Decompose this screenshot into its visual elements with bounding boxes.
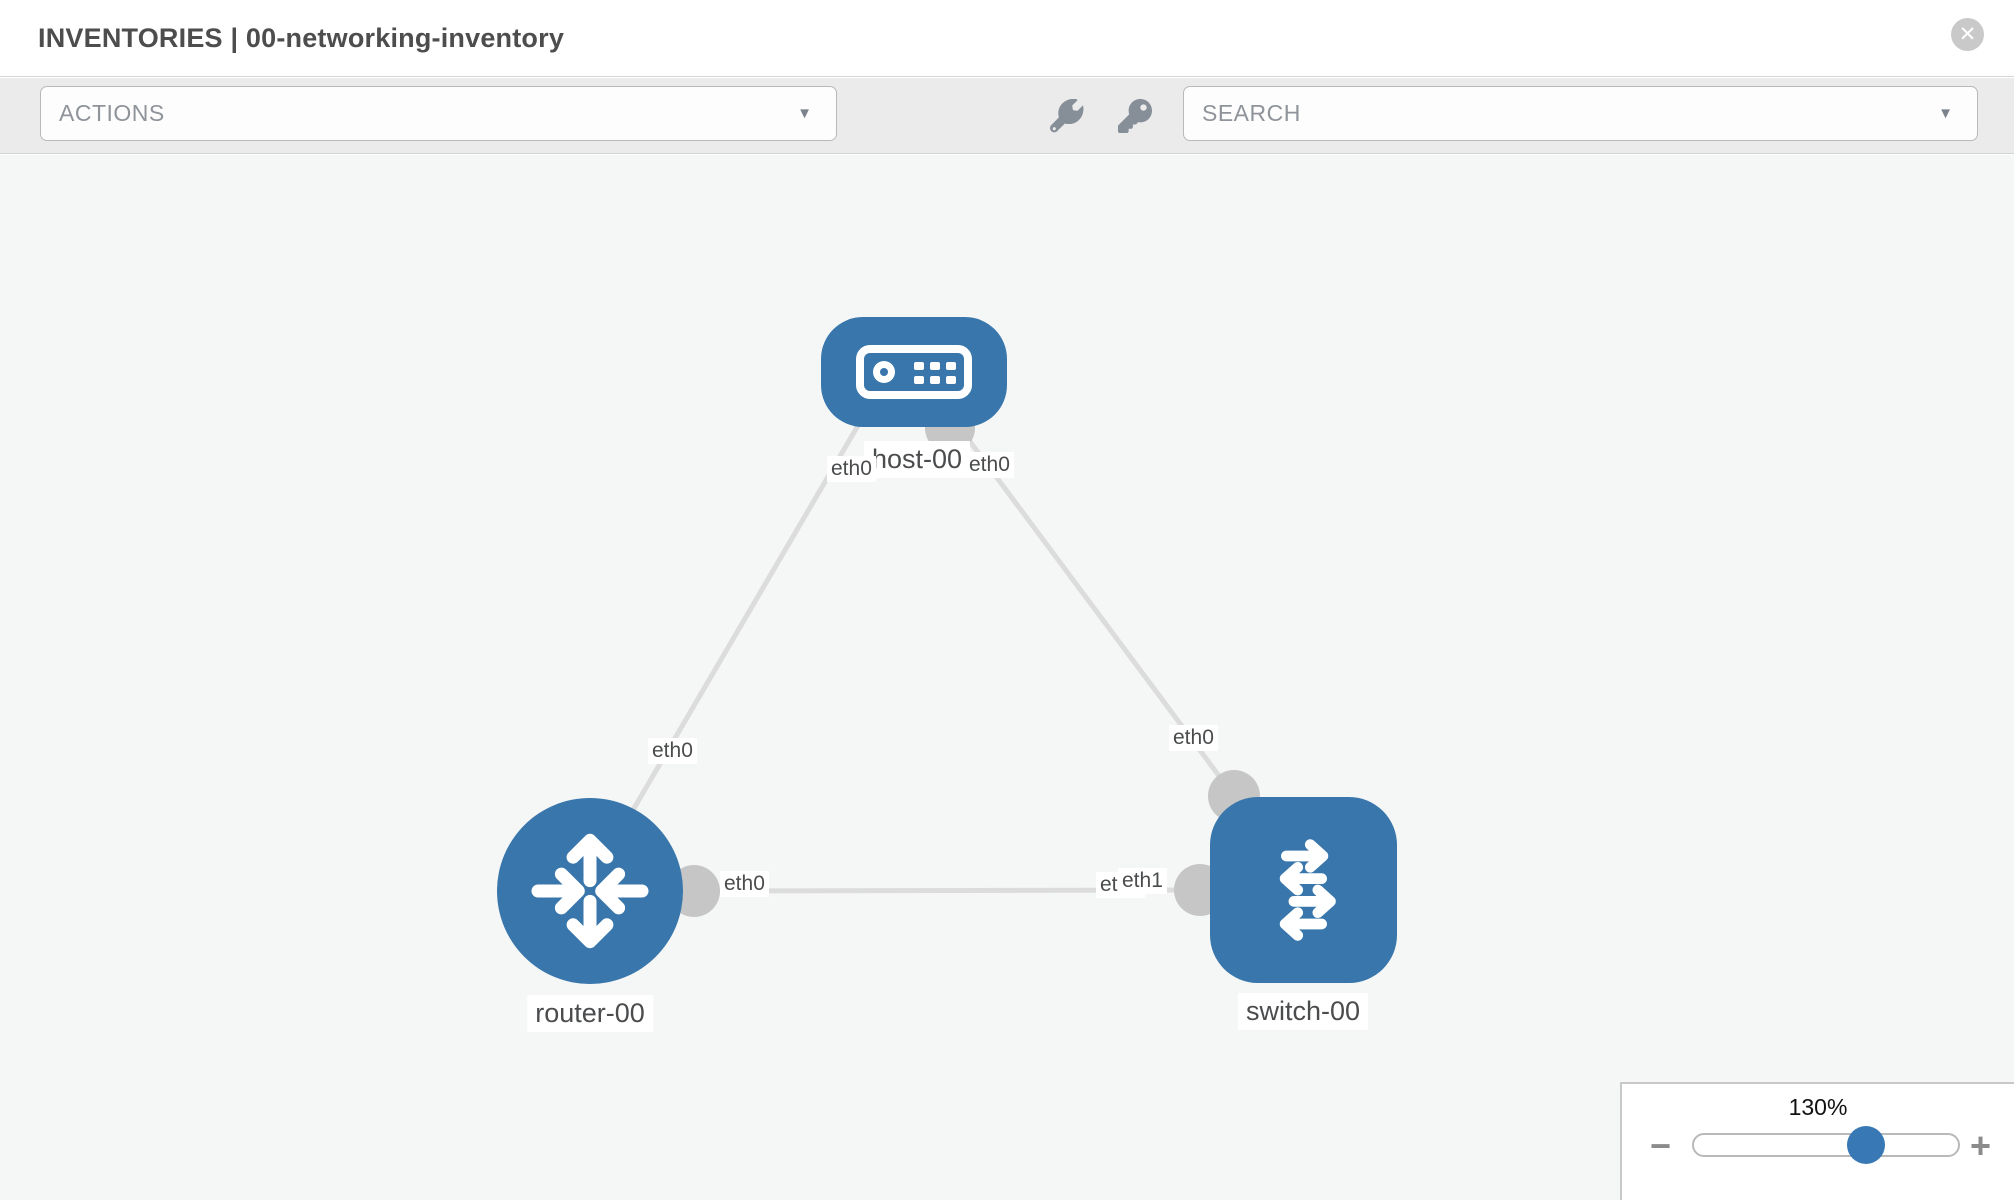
- search-placeholder: SEARCH: [1202, 100, 1301, 126]
- key-icon[interactable]: [1118, 99, 1154, 135]
- node-host[interactable]: [821, 317, 1007, 427]
- server-icon: [856, 345, 972, 399]
- node-label-host[interactable]: host-00: [863, 441, 971, 478]
- panel-header: INVENTORIES | 00-networking-inventory ✕: [0, 0, 2014, 77]
- router-arrows-icon: [531, 833, 649, 949]
- node-label-router[interactable]: router-00: [527, 995, 653, 1032]
- actions-dropdown[interactable]: ACTIONS ▼: [40, 86, 837, 141]
- page-title: INVENTORIES | 00-networking-inventory: [38, 23, 565, 53]
- chevron-down-icon: ▼: [1938, 105, 1953, 122]
- zoom-slider-thumb[interactable]: [1847, 1126, 1885, 1164]
- switch-arrows-icon: [1279, 839, 1336, 941]
- zoom-slider[interactable]: [1692, 1133, 1960, 1157]
- search-dropdown[interactable]: SEARCH ▼: [1183, 86, 1978, 141]
- actions-dropdown-label: ACTIONS: [59, 100, 165, 126]
- node-switch[interactable]: [1210, 797, 1397, 983]
- edge-label-host-eth0-left: eth0: [827, 456, 876, 482]
- link-router-host[interactable]: [589, 403, 873, 882]
- edge-label-router-eth0-mid: eth0: [720, 871, 769, 897]
- topology-edges-layer: [589, 403, 1260, 917]
- toolbar: ACTIONS ▼ SEARCH ▼: [0, 78, 2014, 154]
- wrench-icon[interactable]: [1049, 98, 1086, 135]
- edge-label-host-eth0-right: eth0: [965, 452, 1014, 478]
- zoom-panel: 130% − +: [1620, 1082, 2014, 1200]
- zoom-in-button[interactable]: +: [1970, 1125, 1992, 1166]
- node-label-switch[interactable]: switch-00: [1237, 993, 1369, 1030]
- edge-label-router-eth0-top: eth0: [648, 738, 697, 764]
- chevron-down-icon: ▼: [797, 105, 812, 122]
- zoom-level-value: 130%: [1788, 1094, 1848, 1120]
- close-icon[interactable]: ✕: [1951, 18, 1984, 51]
- edge-label-switch-eth1: eth1: [1118, 868, 1167, 894]
- zoom-out-button[interactable]: −: [1650, 1125, 1672, 1166]
- node-router[interactable]: [497, 798, 683, 984]
- edge-label-switch-eth0-top: eth0: [1169, 725, 1218, 751]
- topology-canvas[interactable]: host-00 router-00 switch-00 eth0 eth0 et…: [0, 155, 2014, 1200]
